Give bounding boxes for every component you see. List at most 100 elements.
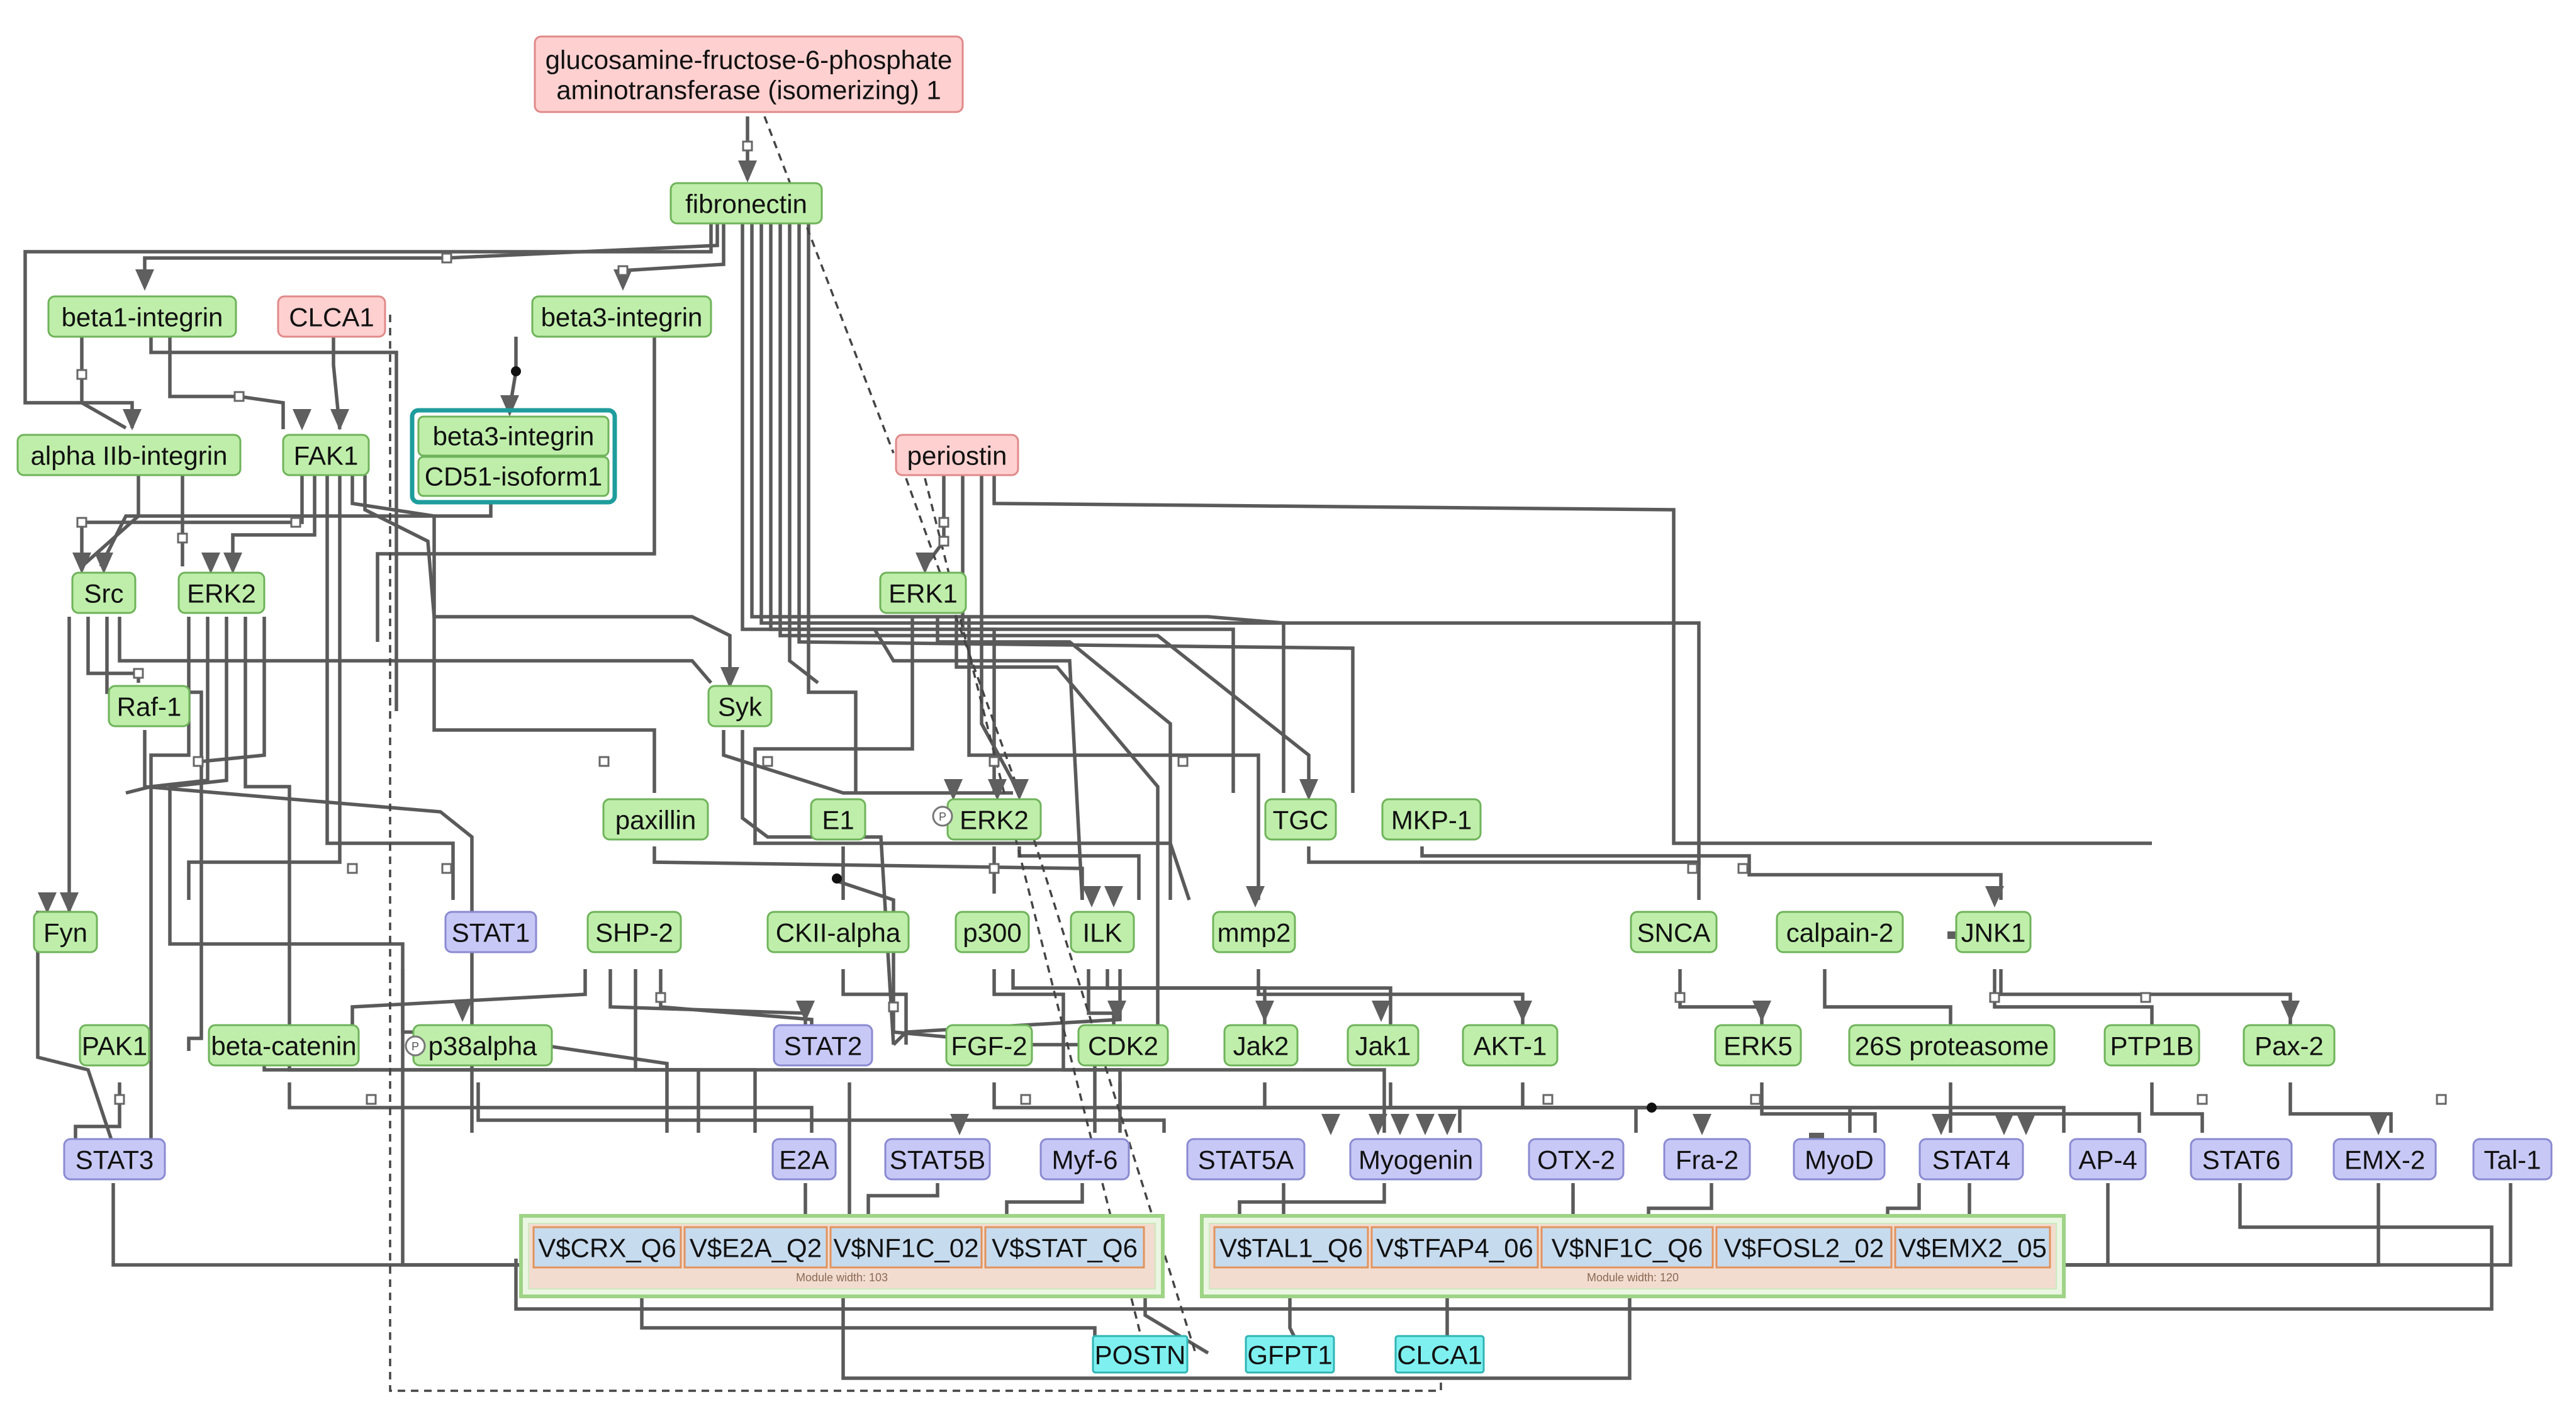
- node-label: STAT1: [452, 918, 530, 948]
- node-stat5b[interactable]: STAT5B: [884, 1138, 991, 1181]
- node-label: EMX-2: [2344, 1145, 2425, 1175]
- node-paxillin[interactable]: paxillin: [602, 798, 709, 841]
- node-jak1[interactable]: Jak1: [1347, 1024, 1420, 1067]
- node-beta3-integrin[interactable]: beta3-integrin: [531, 295, 712, 338]
- node-periostin[interactable]: periostin: [895, 434, 1019, 476]
- node-clca1-top[interactable]: CLCA1: [277, 295, 386, 338]
- node-jak2[interactable]: Jak2: [1223, 1024, 1299, 1067]
- node-ap4[interactable]: AP-4: [2069, 1138, 2147, 1181]
- node-shp2[interactable]: SHP-2: [586, 911, 682, 953]
- node-stat4[interactable]: STAT4: [1918, 1138, 2024, 1181]
- node-label: ERK1: [888, 579, 958, 609]
- node-label: 26S proteasome: [1855, 1031, 2049, 1061]
- node-box: [1070, 911, 1135, 953]
- node-erk2-top[interactable]: ERK2: [177, 571, 266, 614]
- node-label: Tal-1: [2484, 1145, 2541, 1175]
- node-calpain2[interactable]: calpain-2: [1776, 911, 1904, 953]
- node-otx2[interactable]: OTX-2: [1528, 1138, 1625, 1181]
- complex-beta3-cd51[interactable]: beta3-integrin CD51-isoform1: [410, 408, 617, 505]
- binding-site-box[interactable]: V$CRX_Q6: [532, 1226, 682, 1269]
- node-fgf2[interactable]: FGF-2: [945, 1024, 1033, 1067]
- node-label: AP-4: [2078, 1145, 2137, 1175]
- node-e2a[interactable]: E2A: [771, 1138, 837, 1181]
- node-postn[interactable]: POSTN: [1092, 1335, 1189, 1374]
- node-ptp1b[interactable]: PTP1B: [2103, 1024, 2200, 1067]
- node-label: alpha IIb-integrin: [31, 441, 228, 471]
- binding-site-box[interactable]: V$NF1C_02: [829, 1226, 983, 1269]
- node-myogenin[interactable]: Myogenin: [1349, 1138, 1482, 1181]
- node-erk5[interactable]: ERK5: [1714, 1024, 1802, 1067]
- node-clca1-gene[interactable]: CLCA1: [1394, 1335, 1485, 1374]
- node-emx2[interactable]: EMX-2: [2332, 1138, 2437, 1181]
- binding-site-box[interactable]: V$TAL1_Q6: [1213, 1226, 1369, 1269]
- node-myod[interactable]: MyoD: [1793, 1138, 1886, 1181]
- binding-site-rect: [1715, 1226, 1893, 1269]
- binding-site-box[interactable]: V$STAT_Q6: [984, 1226, 1145, 1269]
- node-stat1[interactable]: STAT1: [444, 911, 537, 953]
- binding-site-box[interactable]: V$FOSL2_02: [1715, 1226, 1893, 1269]
- phospho-marker-p38alpha: P: [405, 1035, 426, 1057]
- node-label: MyoD: [1805, 1145, 1874, 1175]
- node-cdk2[interactable]: CDK2: [1077, 1024, 1169, 1067]
- node-p300[interactable]: p300: [955, 911, 1030, 953]
- node-fibronectin[interactable]: fibronectin: [669, 182, 823, 225]
- node-label: Syk: [718, 692, 763, 722]
- node-pax2[interactable]: Pax-2: [2243, 1024, 2336, 1067]
- node-gfat1[interactable]: glucosamine-fructose-6-phosphate aminotr…: [534, 35, 964, 113]
- edge-layer: [23, 116, 2512, 1392]
- binding-site-box[interactable]: V$E2A_Q2: [683, 1226, 828, 1269]
- binding-site-box[interactable]: V$NF1C_Q6: [1540, 1226, 1714, 1269]
- node-jnk1[interactable]: JNK1: [1955, 911, 2032, 953]
- node-label: beta3-integrin: [541, 303, 703, 332]
- node-beta-catenin[interactable]: beta-catenin: [208, 1024, 360, 1067]
- node-p38alpha[interactable]: p38alpha: [412, 1024, 553, 1067]
- node-fyn[interactable]: Fyn: [33, 911, 98, 953]
- node-label: p300: [963, 918, 1021, 948]
- node-label: E1: [822, 806, 854, 835]
- binding-site-label: V$TAL1_Q6: [1219, 1233, 1363, 1263]
- node-snca[interactable]: SNCA: [1630, 911, 1718, 953]
- node-fak1[interactable]: FAK1: [282, 434, 370, 476]
- node-stat6[interactable]: STAT6: [2190, 1138, 2293, 1181]
- node-erk1[interactable]: ERK1: [879, 571, 967, 614]
- node-label: periostin: [907, 441, 1007, 471]
- node-label: Pax-2: [2254, 1031, 2324, 1061]
- node-e1[interactable]: E1: [810, 798, 866, 841]
- binding-site-box[interactable]: V$EMX2_05: [1894, 1226, 2051, 1269]
- node-box: [945, 1024, 1033, 1067]
- complex-member-beta3: beta3-integrin: [433, 422, 595, 451]
- node-mmp2[interactable]: mmp2: [1212, 911, 1296, 953]
- node-tal1[interactable]: Tal-1: [2472, 1138, 2553, 1181]
- node-mkp1[interactable]: MKP-1: [1381, 798, 1482, 841]
- node-stat3[interactable]: STAT3: [63, 1138, 166, 1181]
- node-tgc[interactable]: TGC: [1264, 798, 1337, 841]
- node-myf6[interactable]: Myf-6: [1039, 1138, 1130, 1181]
- node-box: [1955, 911, 2032, 953]
- node-stat2[interactable]: STAT2: [773, 1024, 873, 1067]
- phospho-label-erk2: P: [939, 811, 946, 823]
- node-label: Jak1: [1355, 1031, 1411, 1061]
- node-beta1-integrin[interactable]: beta1-integrin: [47, 295, 237, 338]
- node-label: paxillin: [615, 806, 696, 835]
- node-gfpt1[interactable]: GFPT1: [1245, 1335, 1335, 1374]
- node-raf1[interactable]: Raf-1: [108, 685, 191, 727]
- node-src[interactable]: Src: [71, 571, 137, 614]
- node-syk[interactable]: Syk: [707, 685, 773, 727]
- binding-site-box[interactable]: V$TFAP4_06: [1370, 1226, 1539, 1269]
- node-erk2-mid[interactable]: ERK2: [946, 798, 1042, 841]
- node-pak1[interactable]: PAK1: [79, 1024, 150, 1067]
- node-label: Jak2: [1233, 1031, 1289, 1061]
- node-akt1[interactable]: AKT-1: [1462, 1024, 1559, 1067]
- node-stat5a[interactable]: STAT5A: [1186, 1138, 1306, 1181]
- node-ckii[interactable]: CKII-alpha: [766, 911, 910, 953]
- binding-site-rect: [532, 1226, 682, 1269]
- node-fra2[interactable]: Fra-2: [1663, 1138, 1751, 1181]
- node-ilk[interactable]: ILK: [1070, 911, 1135, 953]
- node-alpha-iib-integrin[interactable]: alpha IIb-integrin: [16, 434, 242, 476]
- node-box: [2472, 1138, 2553, 1181]
- node-proteasome[interactable]: 26S proteasome: [1848, 1024, 2056, 1067]
